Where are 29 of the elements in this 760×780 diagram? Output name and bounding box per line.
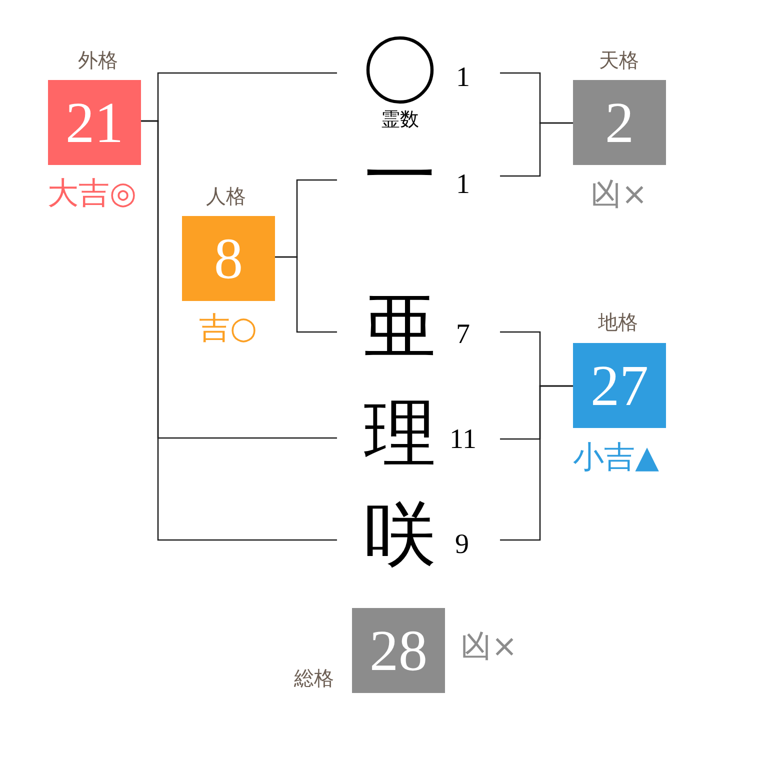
- connector-line: [500, 122, 573, 177]
- stroke-count: 9: [455, 531, 469, 559]
- category-label: 天格: [599, 50, 639, 70]
- fortune-verdict: 凶×: [460, 632, 518, 662]
- name-character: 一: [364, 139, 436, 211]
- fortune-verdict: 大吉◎: [47, 178, 137, 210]
- fortune-verdict: 吉○: [198, 314, 258, 344]
- category-label: 人格: [206, 186, 246, 206]
- category-label: 総格: [294, 668, 334, 688]
- stroke-count: 7: [456, 321, 470, 349]
- score-tile: 8: [182, 216, 275, 301]
- category-label: 外格: [78, 50, 118, 70]
- stroke-count: 11: [450, 426, 476, 454]
- name-character: 亜: [364, 290, 436, 362]
- score-tile: 21: [48, 80, 141, 165]
- stroke-count: 1: [456, 64, 470, 92]
- category-label: 地格: [598, 312, 638, 332]
- connector-line: [500, 385, 573, 541]
- stroke-count: 1: [456, 171, 470, 199]
- name-character: 理: [364, 397, 436, 469]
- fortune-verdict: 凶×: [590, 180, 648, 210]
- connector-line: [141, 120, 337, 541]
- caption-label: 霊数: [381, 110, 419, 130]
- score-tile: 2: [573, 80, 666, 165]
- connector-line: [275, 256, 337, 333]
- fortune-verdict: 小吉▲: [573, 442, 659, 474]
- score-tile: 28: [352, 608, 445, 693]
- score-tile: 27: [573, 343, 666, 428]
- name-character: 咲: [364, 498, 436, 570]
